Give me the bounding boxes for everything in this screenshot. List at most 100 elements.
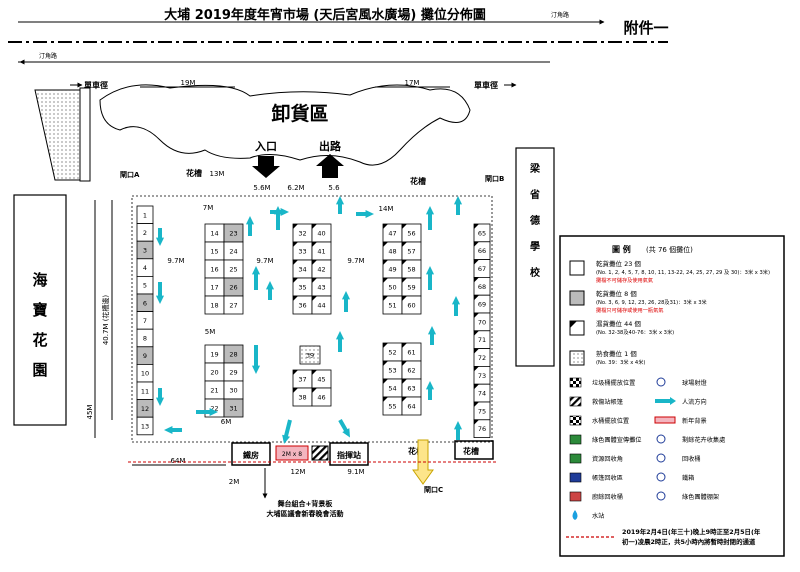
- stall-10: 10: [136, 363, 154, 383]
- stall-50: 50: [382, 277, 403, 297]
- svg-text:12M: 12M: [291, 468, 306, 476]
- side-dimensions: 45M 40.7M (花槽邊) 64M 2M 12M 9.1M 9.7M 9.7…: [86, 200, 365, 486]
- stall-74: 74: [473, 383, 491, 403]
- command-label: 指揮站: [337, 450, 361, 460]
- svg-text:14M: 14M: [379, 205, 394, 213]
- stall-number: 42: [317, 266, 325, 274]
- stall-number: 71: [478, 336, 486, 344]
- stall-number: 16: [210, 266, 218, 274]
- cycle-track-left: 單車徑: [84, 80, 108, 90]
- flow-arrow: [425, 381, 435, 400]
- backdrop-label: 2M x 8: [282, 451, 302, 458]
- stall-number: 53: [388, 367, 396, 375]
- stall-number: 61: [407, 349, 415, 357]
- stall-15: 15: [204, 241, 225, 261]
- stall-number: 72: [478, 354, 486, 362]
- legend-footnote: 2019年2月4日(年三十)晚上9時正至2月5日(年初一)凌晨2時正，共5小時內…: [622, 527, 761, 546]
- stall-48: 48: [382, 241, 403, 261]
- stall-number: 45: [317, 376, 325, 384]
- stall-33: 33: [292, 241, 313, 261]
- stall-number: 22: [210, 405, 218, 413]
- stall-number: 30: [229, 387, 237, 395]
- legend-note: (No. 3, 6, 9, 12, 23, 26, 28及31)：3米 x 3米: [596, 298, 708, 306]
- stall-9: 9: [136, 346, 154, 365]
- stall-4: 4: [136, 258, 154, 277]
- flow-arrow: [335, 196, 345, 214]
- legend-symbol-label: 回收桶: [682, 455, 701, 463]
- stall-20: 20: [204, 362, 225, 382]
- legend-symbol-label: 綠色團體宣傳攤位: [592, 436, 642, 444]
- stall-number: 29: [229, 369, 237, 377]
- stall-41: 41: [311, 241, 332, 261]
- legend-count: (共 76 個攤位): [646, 245, 693, 254]
- svg-text:9.7M: 9.7M: [167, 257, 184, 265]
- stall-2: 2: [136, 223, 154, 242]
- planter-label-1: 花槽: [186, 168, 202, 178]
- gate-c-label: 閘口C: [424, 485, 443, 494]
- road-label-top: 汀角路: [551, 11, 569, 19]
- legend-symbol-label: 垃圾桶擺放位置: [592, 379, 635, 387]
- stall-number: 19: [210, 351, 218, 359]
- stall-45: 45: [311, 369, 332, 389]
- legend-label: 乾貨攤位 23 個: [596, 259, 641, 268]
- stall-39: 39: [299, 345, 321, 365]
- svg-text:9.1M: 9.1M: [347, 468, 364, 476]
- svg-text:6.2M: 6.2M: [287, 184, 304, 192]
- stall-number: 67: [478, 265, 486, 273]
- exit-marker: 出路: [316, 139, 344, 178]
- stall-number: 66: [478, 247, 486, 255]
- stall-number: 18: [210, 302, 218, 310]
- stall-number: 31: [229, 405, 237, 413]
- flow-arrow: [356, 209, 374, 219]
- stall-23: 23: [223, 223, 244, 243]
- stall-number: 2: [143, 229, 147, 237]
- legend-warning: 攤檔只可儲存或使用一瓶氣氣: [596, 306, 663, 314]
- svg-text:入口: 入口: [255, 140, 277, 153]
- first-aid-tent: [311, 445, 329, 461]
- stall-63: 63: [401, 378, 422, 398]
- stall-number: 9: [143, 352, 147, 360]
- stall-number: 25: [229, 266, 237, 274]
- svg-text:45M: 45M: [86, 405, 94, 420]
- legend-symbol: [569, 377, 666, 388]
- stall-number: 47: [388, 230, 396, 238]
- legend-symbol: [569, 472, 666, 483]
- legend-symbol-label: 資源回收角: [592, 455, 623, 463]
- label-char: 校: [530, 266, 541, 279]
- planter-label-4: 花槽: [463, 446, 479, 456]
- svg-text:9.7M: 9.7M: [256, 257, 273, 265]
- stall-number: 74: [478, 390, 486, 398]
- label-char: 寶: [32, 301, 47, 319]
- stall-64: 64: [401, 396, 422, 416]
- stall-number: 57: [407, 248, 415, 256]
- storage-block-left: [34, 87, 91, 182]
- flow-arrow: [427, 326, 437, 345]
- stall-28: 28: [223, 344, 244, 364]
- stall-21: 21: [204, 380, 225, 400]
- stall-59: 59: [401, 277, 422, 297]
- svg-text:5M: 5M: [205, 328, 216, 336]
- stall-66: 66: [473, 241, 491, 261]
- stall-43: 43: [311, 277, 332, 297]
- flow-arrow: [251, 345, 261, 374]
- hai-po-garden-block: [13, 194, 67, 426]
- flow-arrow: [453, 196, 463, 215]
- entrance-marker: 入口: [252, 140, 280, 178]
- svg-text:40.7M (花槽邊): 40.7M (花槽邊): [101, 295, 110, 346]
- stall-number: 23: [229, 230, 237, 238]
- legend-symbol: [569, 396, 676, 407]
- planter-label-2: 花槽: [410, 176, 426, 186]
- stall-number: 51: [388, 302, 396, 310]
- svg-text:19M: 19M: [181, 79, 196, 87]
- stall-number: 44: [317, 302, 325, 310]
- stall-62: 62: [401, 360, 422, 380]
- stall-35: 35: [292, 277, 313, 297]
- legend-note: (No. 39：3米 x 4米): [596, 358, 645, 366]
- road-label-bottom: 汀角路: [39, 52, 57, 60]
- stall-19: 19: [204, 344, 225, 364]
- stall-number: 63: [407, 385, 415, 393]
- stall-number: 1: [143, 211, 147, 219]
